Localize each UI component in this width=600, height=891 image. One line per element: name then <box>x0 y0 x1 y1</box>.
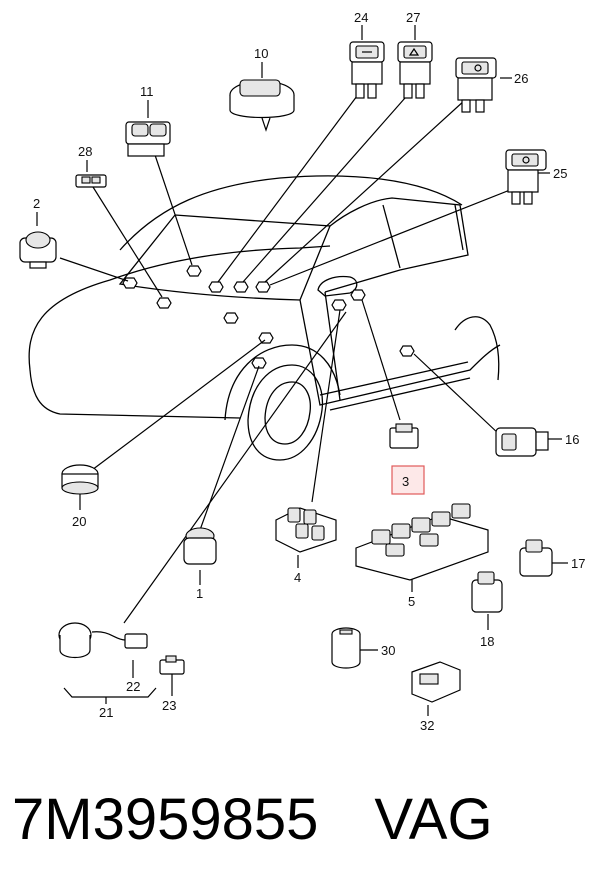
connector-3 <box>389 423 419 449</box>
callout-1: 1 <box>196 586 203 601</box>
switch-17 <box>519 539 553 577</box>
callout-4: 4 <box>294 570 301 585</box>
hex-markers <box>122 265 415 369</box>
sensor-20 <box>61 464 99 495</box>
callout-10: 10 <box>254 46 268 61</box>
callout-20: 20 <box>72 514 86 529</box>
part-number: 7M3959855 <box>12 787 319 852</box>
switch-11 <box>125 121 171 157</box>
callout-27: 27 <box>406 10 420 25</box>
switch-25 <box>505 149 547 205</box>
lock-30 <box>331 627 361 669</box>
callout-24: 24 <box>354 10 368 25</box>
switch-1 <box>183 527 217 565</box>
brand-label: VAG <box>374 787 493 852</box>
switch-27 <box>397 41 433 99</box>
highlight-box-3 <box>391 465 425 495</box>
connector-32 <box>411 661 461 703</box>
car-outline <box>28 175 501 461</box>
connector-28 <box>75 174 107 188</box>
control-knob-10 <box>229 79 295 132</box>
callout-22: 22 <box>126 679 140 694</box>
callout-18: 18 <box>480 634 494 649</box>
switch-18 <box>471 571 503 613</box>
connector-23 <box>159 655 185 675</box>
switch-panel-5 <box>355 503 489 581</box>
switch-24 <box>349 41 385 99</box>
callout-labels: 24 27 26 10 11 28 25 2 16 3 20 4 1 5 17 … <box>33 10 585 733</box>
callout-25: 25 <box>553 166 567 181</box>
callout-23: 23 <box>162 698 176 713</box>
switch-26 <box>455 57 497 113</box>
switch-4 <box>275 507 337 553</box>
callout-17: 17 <box>571 556 585 571</box>
callout-16: 16 <box>565 432 579 447</box>
callout-26: 26 <box>514 71 528 86</box>
callout-3: 3 <box>402 474 409 489</box>
switch-2 <box>19 231 57 269</box>
leader-lines <box>36 25 568 716</box>
callout-30: 30 <box>381 643 395 658</box>
footer-caption: 7M3959855 VAG <box>12 780 592 860</box>
callout-5: 5 <box>408 594 415 609</box>
switch-16 <box>495 427 549 457</box>
callout-32: 32 <box>420 718 434 733</box>
callout-28: 28 <box>78 144 92 159</box>
callout-21: 21 <box>99 705 113 720</box>
sensor-21-22 <box>58 622 148 659</box>
callout-11: 11 <box>140 84 154 99</box>
callout-2: 2 <box>33 196 40 211</box>
